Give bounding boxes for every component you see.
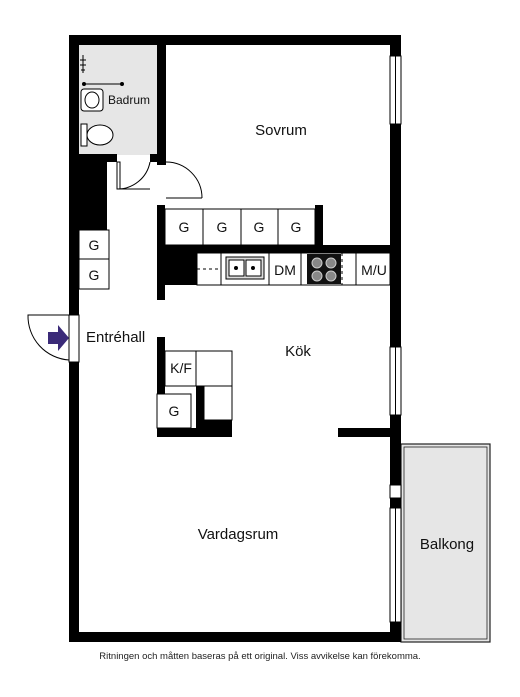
room-label-balcony: Balkong (420, 536, 474, 553)
hall-wardrobe-label-1: G (89, 237, 100, 253)
kitchen-wardrobe-label: G (169, 403, 180, 419)
hall-wardrobe-label-2: G (89, 267, 100, 283)
dishwasher-label: DM (274, 262, 296, 278)
bathroom-door (116, 161, 203, 199)
wardrobe-label-2: G (217, 219, 228, 235)
room-label-bathroom: Badrum (108, 93, 150, 107)
wardrobe-label-4: G (291, 219, 302, 235)
microwave-label: M/U (361, 262, 387, 278)
walls (69, 35, 401, 642)
upper-wardrobes (164, 208, 316, 246)
wardrobe-label-3: G (254, 219, 265, 235)
balcony-floor (400, 443, 491, 643)
fridge-freezer-label: K/F (170, 360, 192, 376)
room-label-living: Vardagsrum (198, 526, 279, 543)
shower-head-icon (80, 55, 86, 73)
kitchen-counter (196, 252, 391, 286)
stove-icon (307, 254, 341, 284)
room-label-kitchen: Kök (285, 343, 311, 360)
windows (389, 55, 402, 623)
disclaimer-text: Ritningen och måtten baseras på ett orig… (99, 651, 421, 662)
room-label-hall: Entréhall (86, 329, 145, 346)
bathroom-fixtures (80, 55, 124, 147)
hall-wardrobes (78, 229, 110, 290)
entrance-arrow-icon (48, 325, 69, 351)
room-label-bedroom: Sovrum (255, 122, 307, 139)
wardrobe-label-1: G (179, 219, 190, 235)
fridge-block (156, 350, 233, 429)
sink-icon (84, 91, 100, 109)
toilet-icon (86, 124, 114, 146)
